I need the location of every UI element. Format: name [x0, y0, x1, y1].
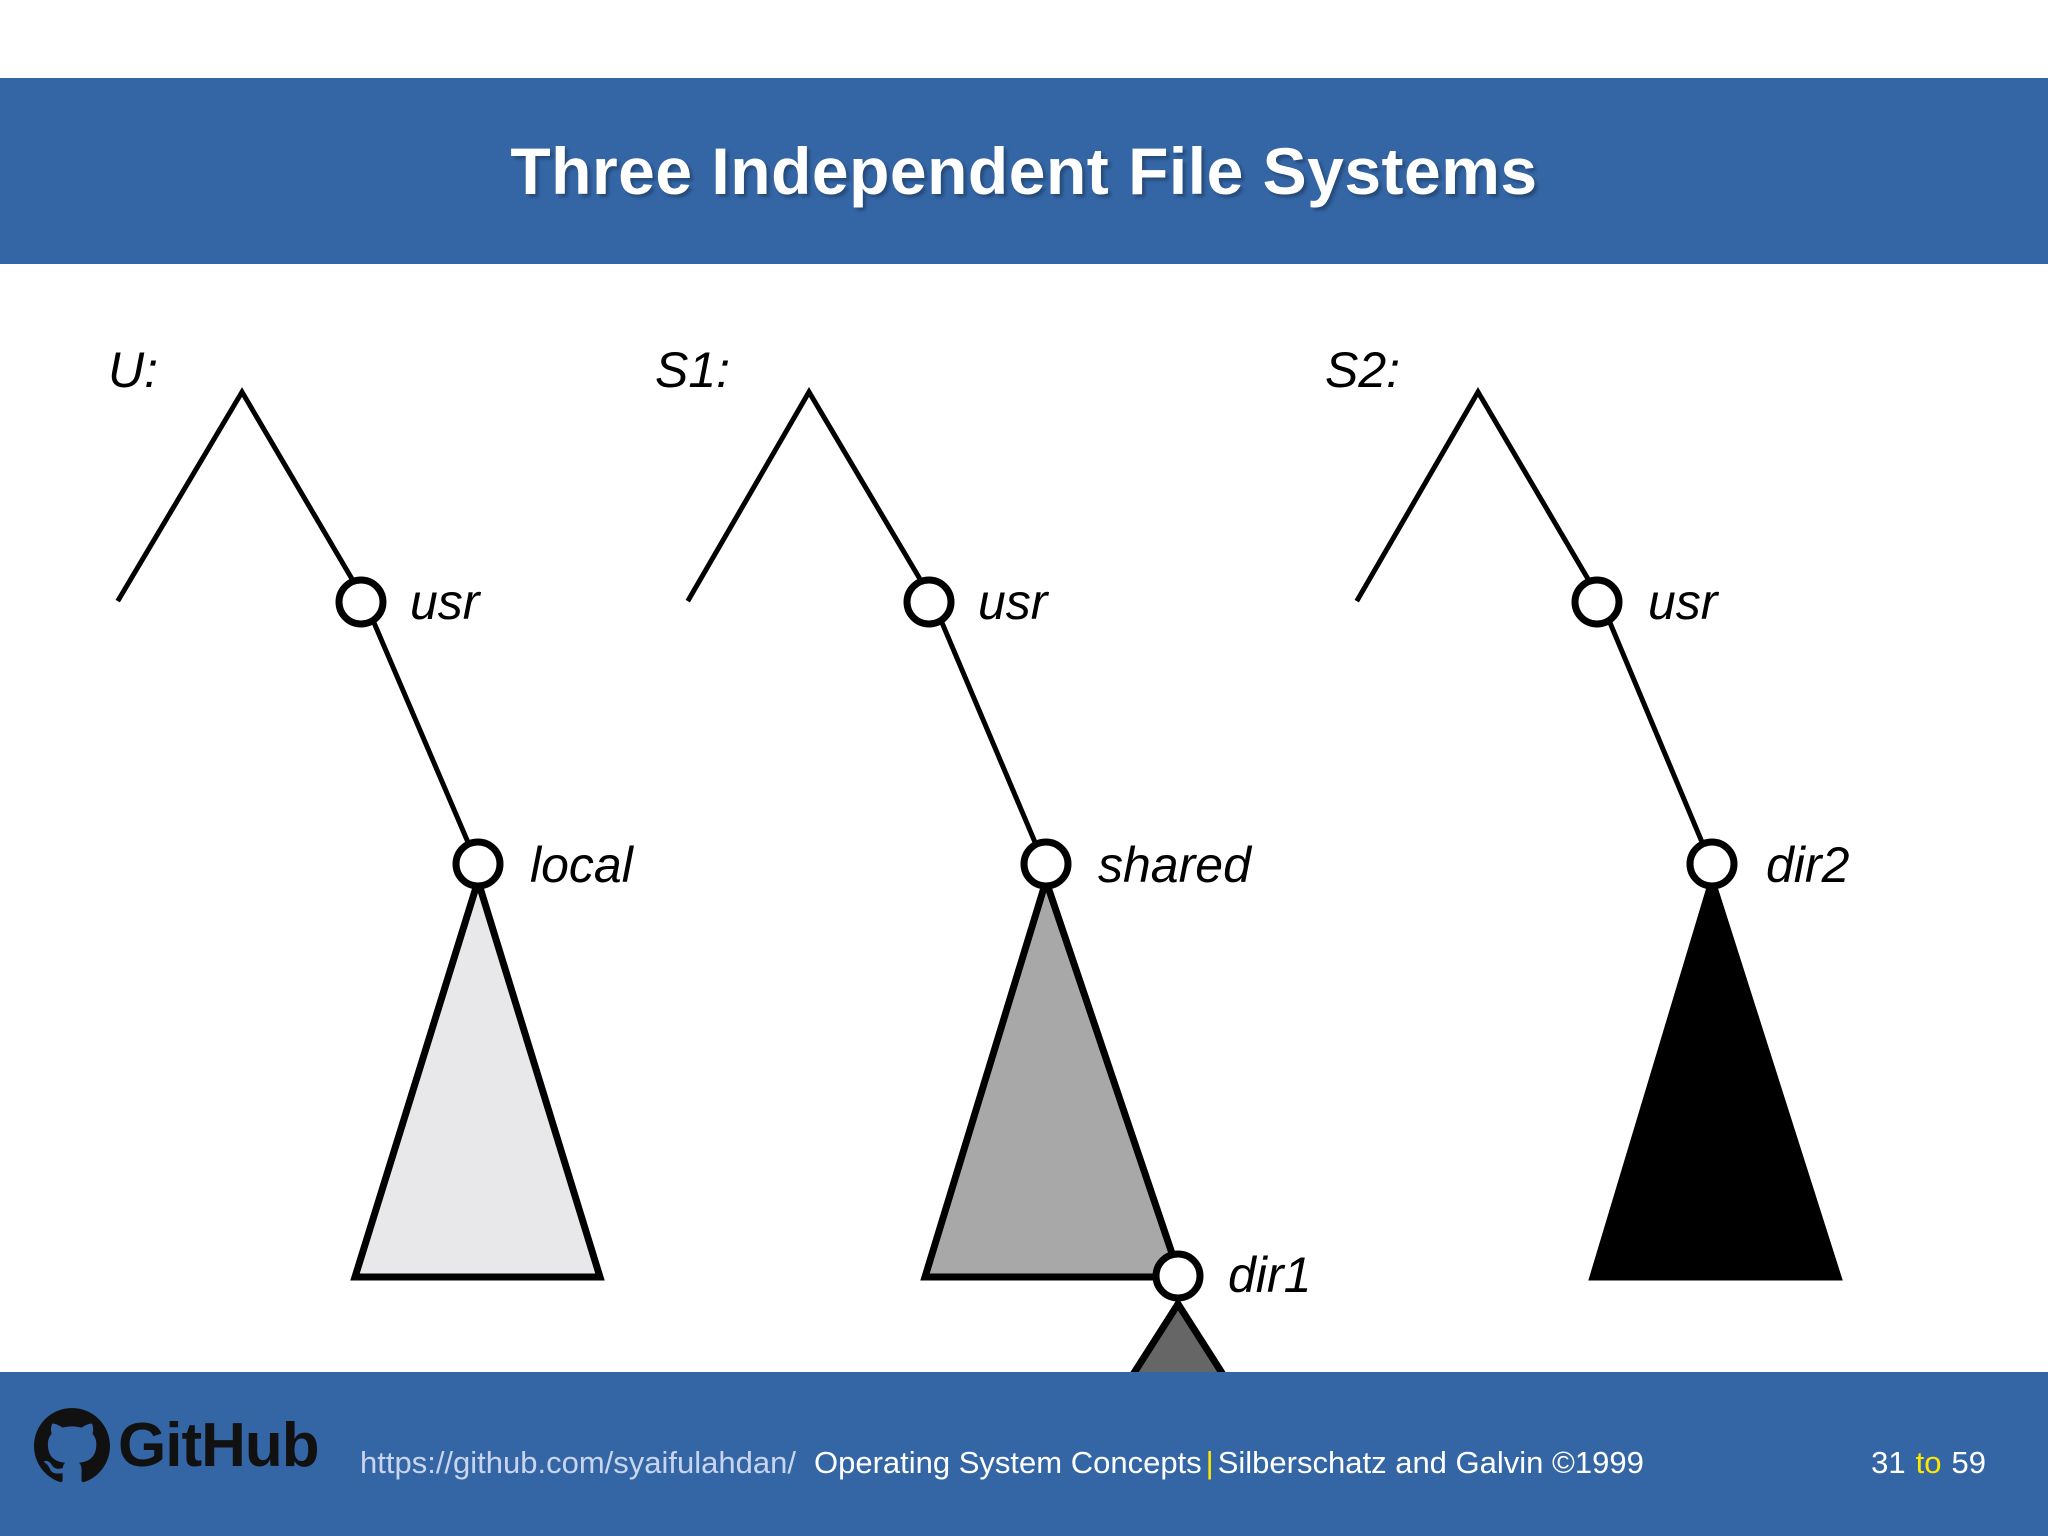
tree-u-edge-usr-local	[368, 614, 477, 858]
file-system-diagram: U: usr local S1: usr shared	[0, 264, 2048, 1372]
tree-u-label-local: local	[530, 837, 635, 893]
footer-course-title: Operating System Concepts	[813, 1445, 1202, 1480]
tree-s1-root-peak	[685, 387, 934, 603]
tree-s1-subtree-triangle-dir1	[1130, 1297, 1226, 1372]
page-title: Three Independent File Systems	[510, 134, 1538, 208]
page-indicator: 31 to 59	[1871, 1445, 1986, 1481]
tree-s2-root-peak	[1354, 387, 1602, 603]
tree-s2-label-dir2: dir2	[1766, 837, 1850, 893]
github-url-link[interactable]: https://github.com/syaifulahdan/	[360, 1445, 796, 1480]
tree-s1-node-dir1[interactable]	[1152, 1250, 1204, 1302]
page-total: 59	[1951, 1445, 1986, 1480]
tree-s2-subtree-triangle	[1588, 869, 1843, 1281]
tree-s1-root-label: S1:	[655, 342, 730, 398]
page-of-word: to	[1915, 1445, 1942, 1480]
github-icon	[34, 1408, 110, 1483]
tree-s2-edge-usr-dir2	[1604, 614, 1711, 858]
tree-s1-node-shared[interactable]	[1020, 838, 1072, 890]
tree-u-root-peak	[115, 387, 366, 603]
tree-s1-edge-usr-shared	[936, 614, 1044, 858]
tree-s2: S2: usr dir2	[1325, 342, 1850, 1281]
tree-u-label-usr: usr	[410, 574, 482, 630]
tree-s1-subtree-triangle-shared	[920, 869, 1185, 1281]
tree-s2-root-label: S2:	[1325, 342, 1400, 398]
tree-s2-label-usr: usr	[1648, 574, 1720, 630]
title-banner: Three Independent File Systems	[0, 78, 2048, 264]
footer-credits: https://github.com/syaifulahdan/Operatin…	[360, 1445, 1644, 1481]
tree-u-node-local[interactable]	[452, 838, 504, 890]
footer-band	[0, 1372, 2048, 1536]
github-wordmark: GitHub	[118, 1411, 320, 1480]
tree-s1: S1: usr shared dir1	[655, 342, 1311, 1372]
tree-u-subtree-triangle	[350, 869, 605, 1281]
tree-s1-label-shared: shared	[1098, 837, 1253, 893]
tree-s1-node-usr[interactable]	[903, 576, 955, 628]
tree-s1-label-dir1: dir1	[1228, 1247, 1311, 1303]
tree-u-root-label: U:	[108, 342, 158, 398]
footer-separator: |	[1205, 1445, 1214, 1480]
diagram-svg: U: usr local S1: usr shared	[108, 342, 1850, 1372]
tree-u-node-usr[interactable]	[335, 576, 387, 628]
github-logo[interactable]: GitHub	[34, 1408, 320, 1484]
tree-s1-label-usr: usr	[978, 574, 1050, 630]
tree-u: U: usr local	[108, 342, 635, 1281]
footer-authors: Silberschatz and Galvin ©1999	[1217, 1445, 1644, 1480]
tree-s2-node-usr[interactable]	[1571, 576, 1623, 628]
page-current: 31	[1871, 1445, 1906, 1480]
tree-s2-node-dir2[interactable]	[1686, 838, 1738, 890]
